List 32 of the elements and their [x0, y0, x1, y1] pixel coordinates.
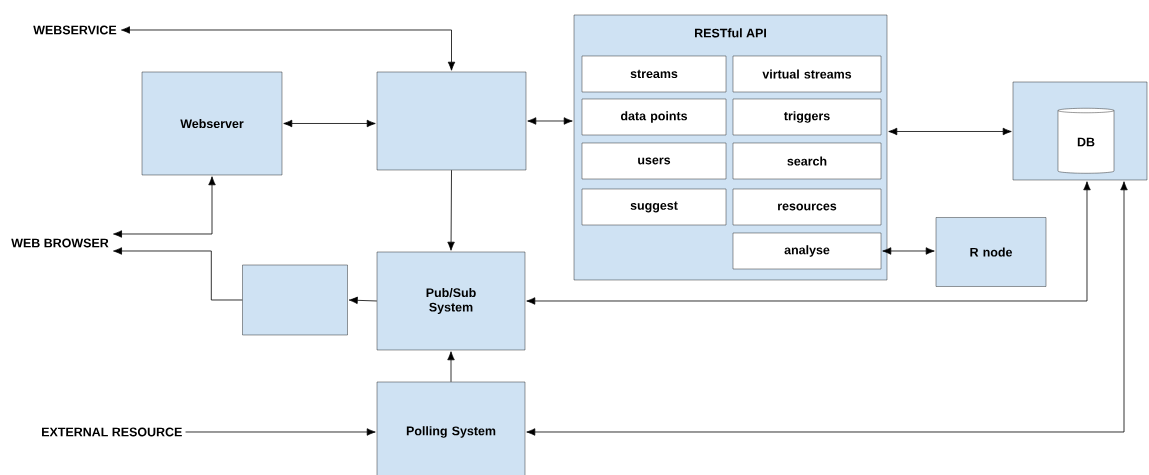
arrow [185, 428, 376, 436]
database-cylinder: DB [1057, 108, 1115, 174]
endpoint-box: virtual streams [732, 55, 882, 93]
external-label: WEBSERVICE [33, 25, 117, 35]
external-label: EXTERNAL RESOURCE [42, 427, 182, 437]
component-box [376, 71, 527, 171]
arrow [888, 127, 1012, 136]
endpoint-box: triggers [732, 98, 882, 136]
arrow [526, 181, 1128, 436]
arrow [121, 26, 456, 71]
endpoint-box: streams [581, 55, 727, 93]
arrow [526, 181, 1091, 305]
endpoint-box: data points [581, 98, 727, 136]
endpoint-box: suggest [581, 188, 727, 226]
arrow [527, 117, 573, 125]
arrow [113, 176, 216, 238]
arrow [447, 169, 455, 251]
component-box: Pub/Sub System [376, 251, 526, 351]
endpoint-box: search [732, 142, 882, 180]
endpoint-box: analyse [732, 232, 882, 270]
arrow [348, 296, 378, 304]
arrow [113, 247, 243, 301]
endpoint-box: resources [732, 188, 882, 226]
endpoint-box: users [581, 142, 727, 180]
external-label: WEB BROWSER [11, 238, 109, 248]
arrow [447, 351, 455, 383]
component-box: R node [935, 217, 1047, 287]
arrow [283, 119, 376, 128]
arrow [882, 247, 935, 255]
component-box: Polling System [376, 381, 526, 475]
component-box [242, 264, 348, 336]
component-box: Webserver [141, 71, 283, 176]
